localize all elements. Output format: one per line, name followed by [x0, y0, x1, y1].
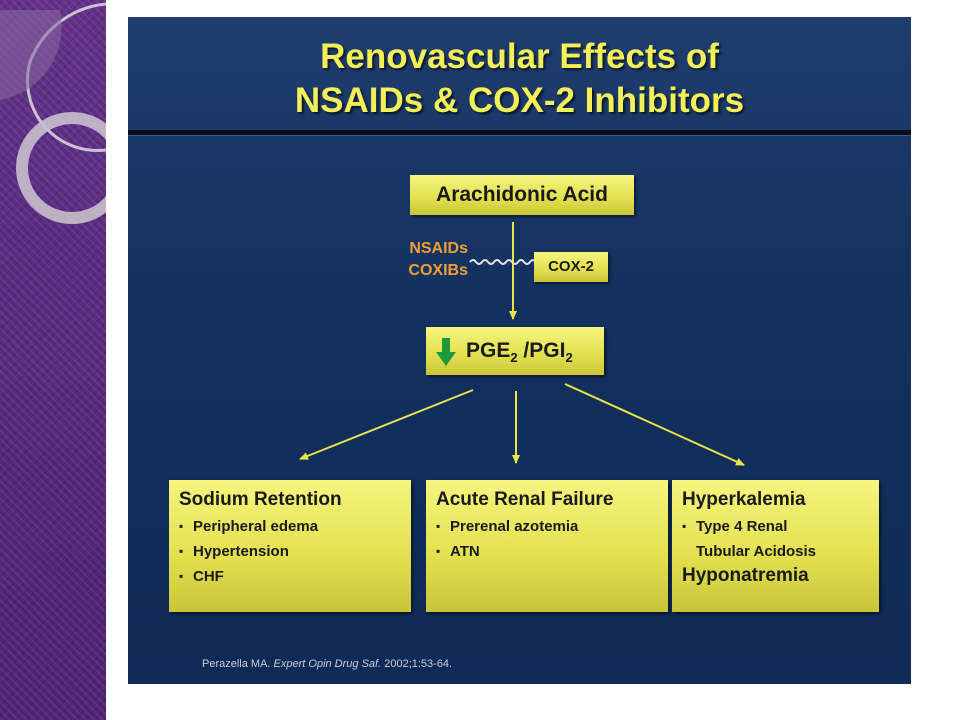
decorative-rings	[0, 2, 106, 224]
citation-journal: Expert Opin Drug Saf.	[273, 658, 382, 670]
title-line-2: NSAIDs & COX-2 Inhibitors	[294, 81, 745, 120]
arrow-to-hyperkalemia	[564, 383, 745, 466]
list-item: CHF	[179, 564, 401, 589]
outcome-heading: Hyperkalemia	[682, 489, 806, 510]
citation: Perazella MA. Expert Opin Drug Saf. 2002…	[202, 658, 452, 670]
mediator-prefix: PGE	[466, 339, 511, 362]
citation-ref: 2002;1:53-64.	[384, 658, 453, 670]
slide-panel: Renovascular Effects of NSAIDs & COX-2 I…	[128, 17, 911, 684]
node-pge2-pgi2: PGE2 /PGI2	[426, 327, 604, 375]
mediator-label: PGE2 /PGI2	[466, 327, 573, 382]
outcome-sodium-retention: Sodium Retention Peripheral edema Hypert…	[169, 480, 411, 612]
outcome-list: Peripheral edema Hypertension CHF	[179, 514, 401, 589]
inhibitor-label-nsaids: NSAIDs	[409, 240, 468, 257]
outcome-acute-renal-failure: Acute Renal Failure Prerenal azotemia AT…	[426, 480, 668, 612]
outcome-heading: Sodium Retention	[179, 489, 342, 510]
list-item: Peripheral edema	[179, 514, 401, 539]
outcome-heading-2: Hyponatremia	[682, 565, 809, 586]
decrease-arrow-icon	[436, 338, 456, 366]
mediator-subscript-1: 2	[510, 350, 518, 366]
inhibitor-label-coxibs: COXIBs	[408, 262, 468, 279]
list-item: Type 4 Renal	[682, 514, 869, 539]
mediator-middle: /PGI	[517, 339, 566, 362]
node-arachidonic-acid: Arachidonic Acid	[410, 175, 634, 215]
outcome-hyperkalemia: Hyperkalemia Type 4 Renal Tubular Acidos…	[672, 480, 879, 612]
arrow-to-sodium-retention	[299, 389, 474, 460]
list-item: Hypertension	[179, 539, 401, 564]
list-item-continuation: Tubular Acidosis	[696, 543, 817, 560]
node-cox-2: COX-2	[534, 252, 608, 282]
outcome-list: Type 4 Renal Tubular Acidosis	[682, 514, 869, 564]
list-item: Prerenal azotemia	[436, 514, 658, 539]
mediator-subscript-2: 2	[565, 350, 573, 366]
decorative-side-strip	[0, 0, 106, 720]
outcome-list: Prerenal azotemia ATN	[436, 514, 658, 564]
list-item: ATN	[436, 539, 658, 564]
title-line-1: Renovascular Effects of	[320, 37, 719, 76]
slide-title: Renovascular Effects of NSAIDs & COX-2 I…	[128, 35, 911, 123]
outcome-heading: Acute Renal Failure	[436, 489, 614, 510]
citation-author: Perazella MA.	[202, 658, 271, 670]
title-divider	[128, 130, 911, 136]
